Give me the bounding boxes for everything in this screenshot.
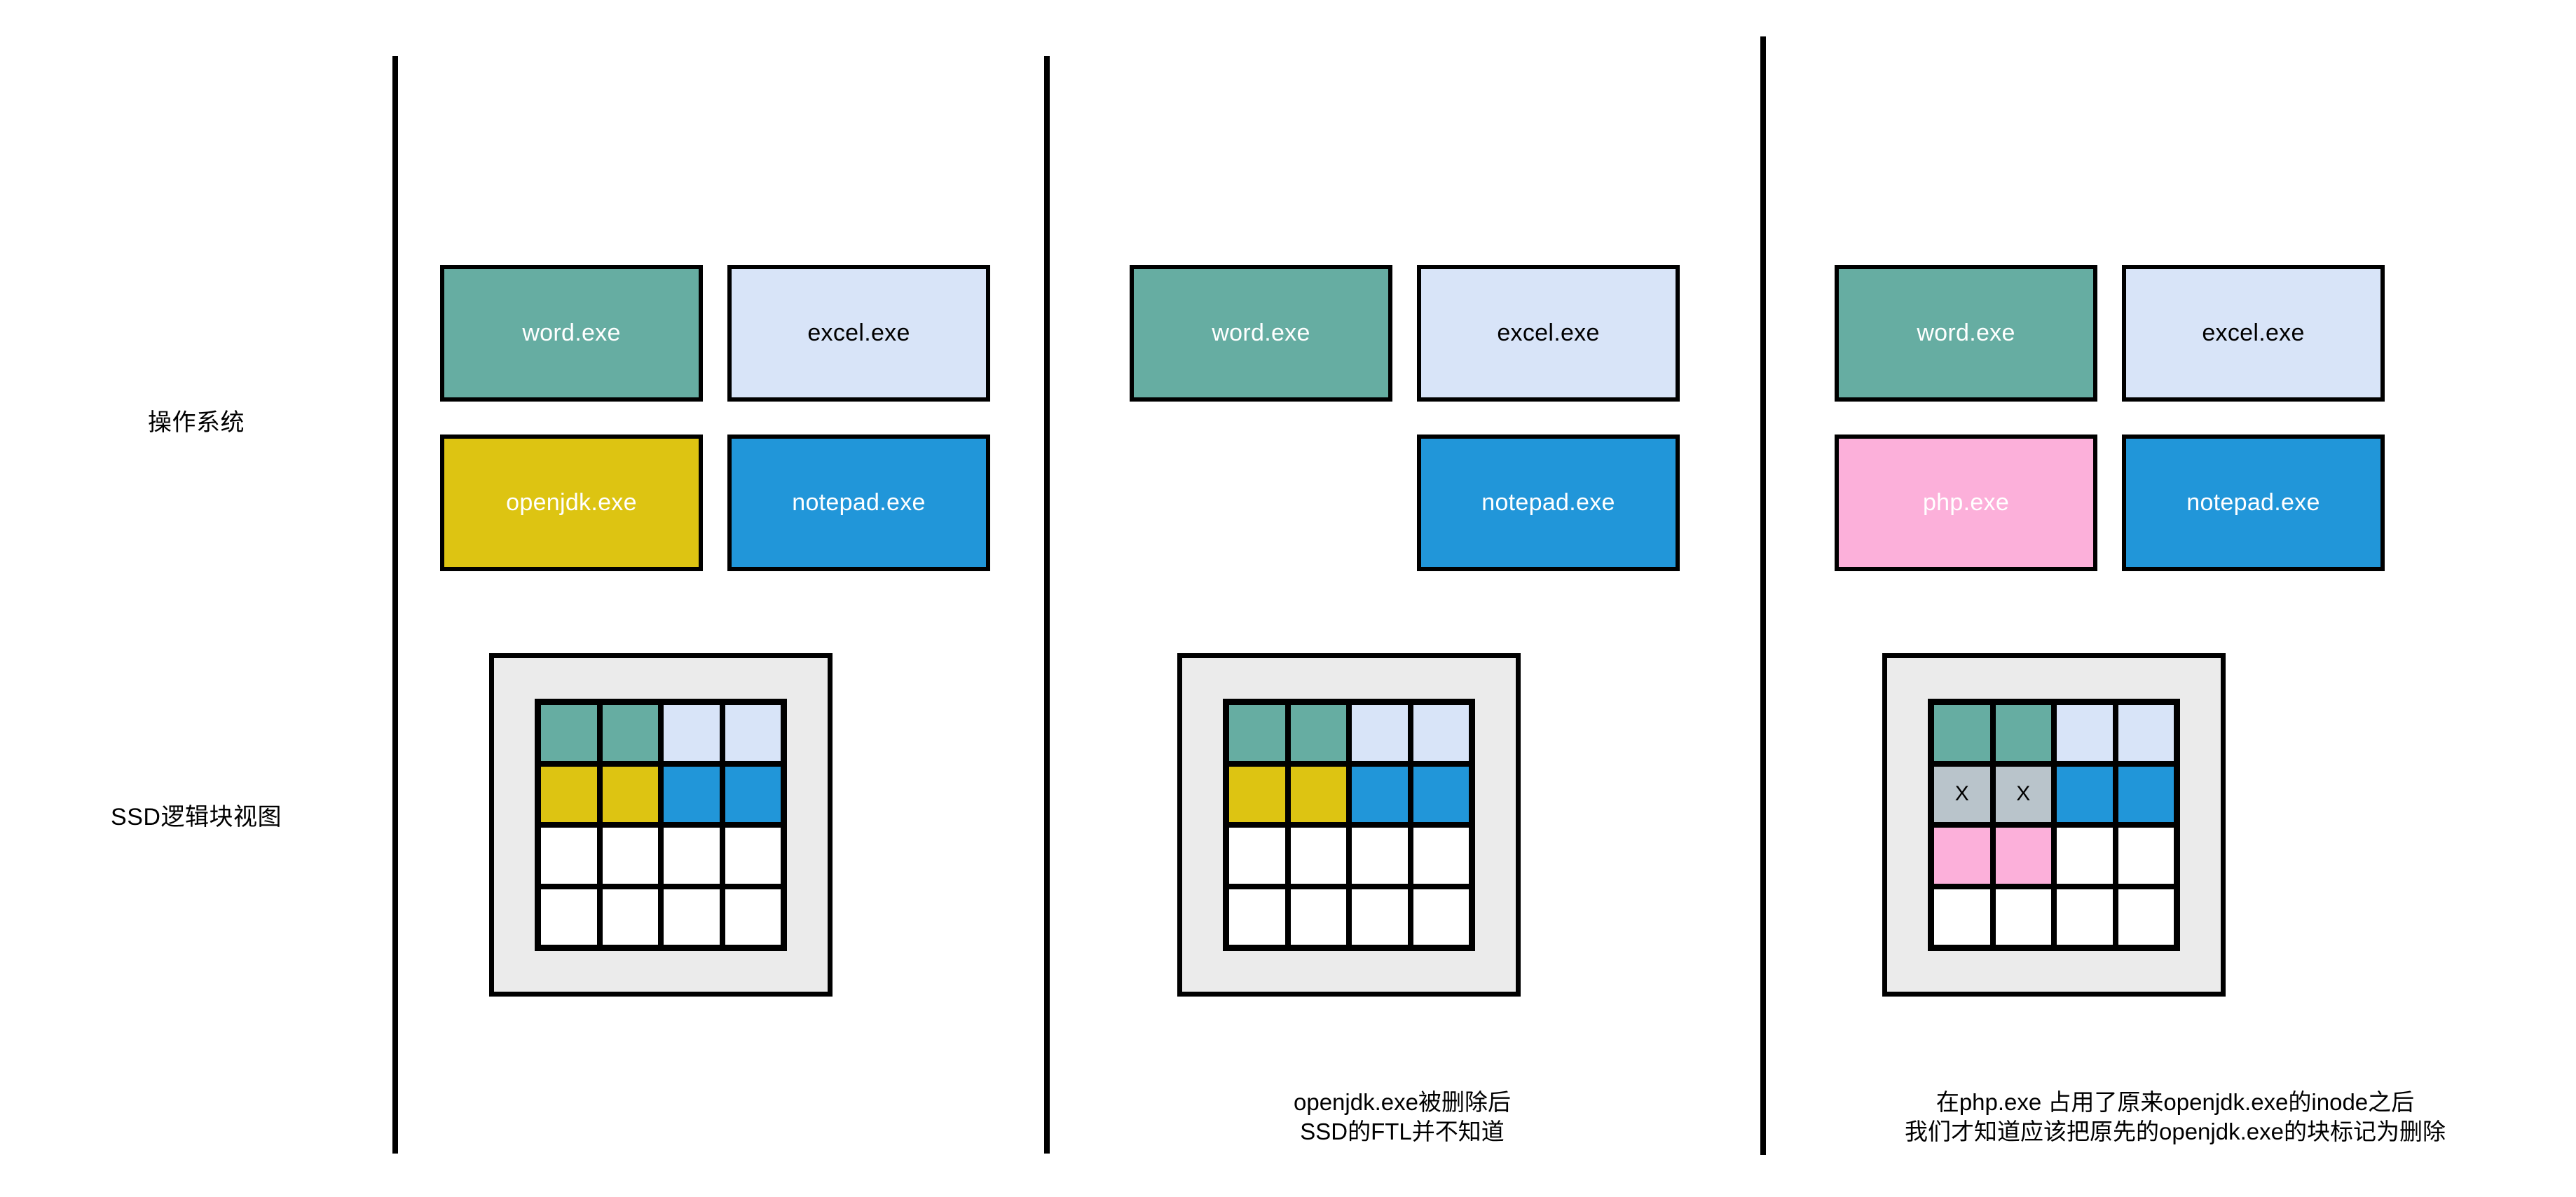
ssd-block: [722, 825, 783, 887]
ssd-block: [1992, 702, 2054, 764]
ssd-block: [2115, 702, 2177, 764]
app-box-openjdk[interactable]: openjdk.exe: [440, 435, 703, 571]
ssd-block: [2115, 886, 2177, 948]
row-label-operating-system: 操作系统: [148, 409, 245, 436]
app-box-notepad[interactable]: notepad.exe: [1417, 435, 1680, 571]
ssd-block: [661, 702, 722, 764]
ssd-block: [538, 763, 600, 825]
ssd-block-deleted: X: [1931, 763, 1993, 825]
ssd-block: [599, 763, 661, 825]
ssd-block: [2115, 763, 2177, 825]
ssd-block: [2054, 702, 2116, 764]
ssd-block: [1931, 825, 1993, 887]
ssd-block: [661, 825, 722, 887]
app-box-label: word.exe: [1917, 320, 2015, 346]
app-box-label: excel.exe: [2202, 320, 2305, 346]
ssd-block: [599, 702, 661, 764]
ssd-block: [538, 825, 600, 887]
ssd-block: [661, 763, 722, 825]
ssd-block: [1992, 886, 2054, 948]
ssd-block: [722, 702, 783, 764]
app-box-php[interactable]: php.exe: [1835, 435, 2097, 571]
ssd-block: [2115, 825, 2177, 887]
ssd-block: [661, 886, 722, 948]
panel-initial-state: word.exe excel.exe openjdk.exe notepad.e…: [392, 0, 1044, 1197]
ssd-block: [1287, 702, 1349, 764]
ssd-block: [1226, 886, 1288, 948]
ssd-block: [538, 886, 600, 948]
app-box-word[interactable]: word.exe: [1835, 265, 2097, 402]
app-box-excel[interactable]: excel.exe: [2122, 265, 2385, 402]
panel-after-reuse: word.exe excel.exe php.exe notepad.exe X…: [1760, 0, 2576, 1197]
ssd-block: [2054, 763, 2116, 825]
ssd-block: [1226, 702, 1288, 764]
ssd-block: [1349, 763, 1411, 825]
app-box-excel[interactable]: excel.exe: [727, 265, 990, 402]
ssd-block-grid: [535, 699, 787, 951]
app-box-excel[interactable]: excel.exe: [1417, 265, 1680, 402]
ssd-block: [1410, 702, 1472, 764]
app-box-notepad[interactable]: notepad.exe: [2122, 435, 2385, 571]
ssd-block: [1287, 825, 1349, 887]
ssd-block: [599, 825, 661, 887]
app-box-label: notepad.exe: [2186, 489, 2320, 516]
panel-caption: openjdk.exe被删除后 SSD的FTL并不知道: [1294, 1089, 1511, 1145]
ssd-block: [722, 886, 783, 948]
app-box-label: openjdk.exe: [506, 489, 637, 516]
ssd-block-grid: [1223, 699, 1475, 951]
ssd-block: [1226, 825, 1288, 887]
panel-after-delete: word.exe excel.exe notepad.exe openjdk.e…: [1044, 0, 1760, 1197]
app-box-label: notepad.exe: [792, 489, 926, 516]
ssd-block: [1931, 886, 1993, 948]
ssd-block: [1931, 702, 1993, 764]
ssd-block: [2054, 825, 2116, 887]
ssd-block: [1287, 886, 1349, 948]
ssd-block: [2054, 886, 2116, 948]
ssd-block: [1287, 763, 1349, 825]
ssd-block: [1410, 763, 1472, 825]
ssd-device: [1177, 653, 1521, 997]
ssd-block: [1410, 886, 1472, 948]
app-box-label: php.exe: [1922, 489, 2010, 516]
panel-divider-3: [1760, 36, 1766, 1155]
app-box-label: excel.exe: [1497, 320, 1600, 346]
ssd-block: [1410, 825, 1472, 887]
ssd-device: [489, 653, 833, 997]
app-box-word[interactable]: word.exe: [1130, 265, 1392, 402]
app-box-notepad[interactable]: notepad.exe: [727, 435, 990, 571]
panel-divider-2: [1044, 56, 1050, 1154]
ssd-block: [1992, 825, 2054, 887]
app-box-label: word.exe: [522, 320, 621, 346]
app-box-label: notepad.exe: [1481, 489, 1615, 516]
ssd-block: [1349, 886, 1411, 948]
app-box-word[interactable]: word.exe: [440, 265, 703, 402]
app-box-label: word.exe: [1212, 320, 1310, 346]
ssd-block: [1226, 763, 1288, 825]
panel-divider-1: [392, 56, 398, 1154]
row-label-ssd-logical-block-view: SSD逻辑块视图: [111, 804, 282, 830]
ssd-block: [538, 702, 600, 764]
ssd-block-deleted: X: [1992, 763, 2054, 825]
ssd-block: [1349, 702, 1411, 764]
ssd-block: [599, 886, 661, 948]
app-box-label: excel.exe: [807, 320, 910, 346]
ssd-block: [722, 763, 783, 825]
ssd-block: [1349, 825, 1411, 887]
panel-caption: 在php.exe 占用了原来openjdk.exe的inode之后 我们才知道应…: [1905, 1089, 2446, 1145]
